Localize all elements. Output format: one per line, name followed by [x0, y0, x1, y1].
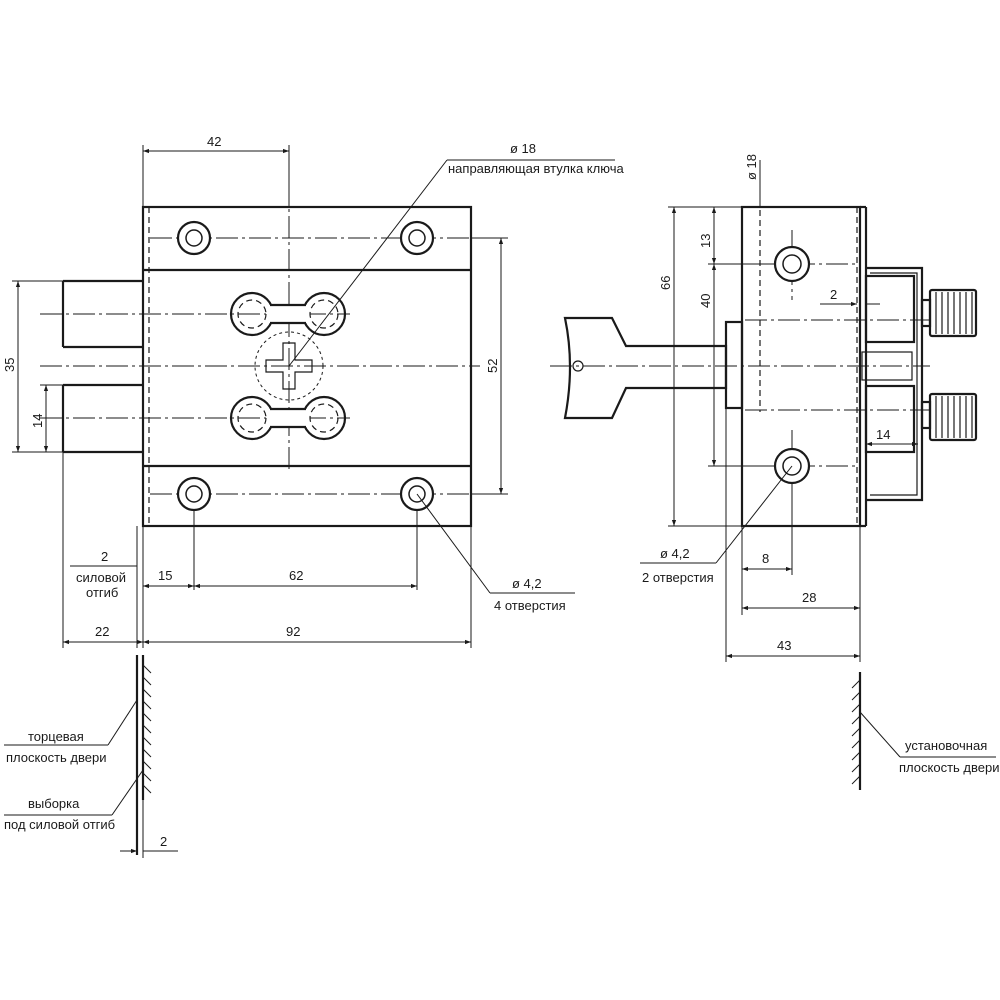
key-bushing-label: направляющая втулка ключа — [448, 161, 624, 176]
side-key-bushing — [724, 320, 744, 410]
recess-label-1: выборка — [28, 796, 80, 811]
power-bend-label-2: отгиб — [86, 585, 118, 600]
side-dim-14: 14 — [876, 427, 890, 442]
front-mount-hole-tr — [399, 220, 435, 256]
side-holes-diameter-label: ø 4,2 — [660, 546, 690, 561]
knurled-nut-upper — [920, 288, 978, 338]
side-mount-hole-upper — [773, 245, 811, 283]
door-mount-plane — [851, 672, 862, 790]
power-bend-label-1: силовой — [76, 570, 126, 585]
recess-label-2: под силовой отгиб — [4, 817, 115, 832]
front-holes-diameter-label: ø 4,2 — [512, 576, 542, 591]
side-holes-count-label: 2 отверстия — [642, 570, 714, 585]
dim-2-power-bend: 2 — [101, 549, 108, 564]
dim-92: 92 — [286, 624, 300, 639]
front-slot-lower — [229, 395, 347, 441]
mount-plane-label-2: плоскость двери — [899, 760, 999, 775]
side-dim-28: 28 — [802, 590, 816, 605]
side-view: ø 18 66 13 40 2 14 ø 4,2 2 отверстия 8 — [550, 154, 999, 790]
dim-15: 15 — [158, 568, 172, 583]
dim-22: 22 — [95, 624, 109, 639]
dim-2-bottom: 2 — [160, 834, 167, 849]
door-end-label-2: плоскость двери — [6, 750, 106, 765]
front-holes-count-label: 4 отверстия — [494, 598, 566, 613]
side-dim-18: ø 18 — [744, 154, 759, 180]
door-end-plane — [135, 655, 152, 855]
front-bolt-upper — [61, 279, 143, 349]
dim-14: 14 — [30, 414, 45, 428]
door-end-label-1: торцевая — [28, 729, 84, 744]
knurled-nut-lower — [920, 392, 978, 442]
mount-plane-label-1: установочная — [905, 738, 987, 753]
side-mount-bracket — [861, 266, 924, 502]
key-bushing — [254, 331, 324, 401]
side-dim-2: 2 — [830, 287, 837, 302]
key-bushing-diameter-label: ø 18 — [510, 141, 536, 156]
front-bolt-lower — [61, 383, 143, 454]
side-dim-40: 40 — [698, 294, 713, 308]
side-dim-43: 43 — [777, 638, 791, 653]
dim-35: 35 — [2, 358, 17, 372]
front-mount-hole-tl — [176, 220, 212, 256]
front-view: ø 18 направляющая втулка ключа 42 35 14 … — [2, 134, 624, 858]
side-dim-66: 66 — [658, 276, 673, 290]
dim-42: 42 — [207, 134, 221, 149]
side-dim-8: 8 — [762, 551, 769, 566]
key — [563, 316, 728, 420]
dim-52: 52 — [485, 359, 500, 373]
side-dim-13: 13 — [698, 234, 713, 248]
dim-62: 62 — [289, 568, 303, 583]
front-slot-upper — [229, 291, 347, 337]
front-mount-hole-bl — [176, 476, 212, 512]
